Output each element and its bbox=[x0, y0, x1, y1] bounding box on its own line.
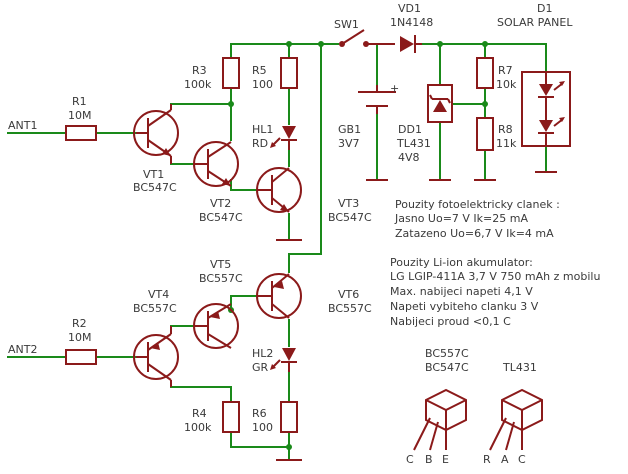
resistor-r5 bbox=[280, 57, 298, 89]
label-vt3: VT3 bbox=[338, 197, 359, 210]
label-vt5: VT5 bbox=[210, 258, 231, 271]
resistor-r3 bbox=[222, 57, 240, 89]
label-r4: R4 bbox=[192, 407, 207, 420]
value-hl2: GR bbox=[252, 361, 269, 374]
label-vd1: VD1 bbox=[398, 2, 421, 15]
ground-symbols bbox=[276, 171, 557, 461]
label-vt6: VT6 bbox=[338, 288, 359, 301]
led-hl2 bbox=[270, 348, 297, 372]
label-d1: D1 bbox=[537, 2, 552, 15]
transistor-vt3 bbox=[256, 167, 302, 213]
label-ant2: ANT2 bbox=[8, 343, 37, 356]
labels: ANT1 R1 10M VT1 BC547C R3 100k R5 100 HL… bbox=[8, 2, 600, 466]
transistor-vt6 bbox=[256, 273, 302, 319]
resistor-r1 bbox=[65, 125, 97, 141]
transistor-vt4 bbox=[133, 326, 179, 387]
label-r8: R8 bbox=[498, 123, 513, 136]
package-tl431 bbox=[489, 388, 543, 451]
package-bjt bbox=[413, 388, 467, 451]
label-dd1: DD1 bbox=[398, 123, 422, 136]
value-vt5: BC557C bbox=[199, 272, 243, 285]
value-hl1: RD bbox=[252, 137, 268, 150]
pin-c: C bbox=[406, 453, 414, 466]
label-vt4: VT4 bbox=[148, 288, 169, 301]
value-vt1: BC547C bbox=[133, 181, 177, 194]
solar-panel-d1 bbox=[521, 71, 571, 147]
label-ant1: ANT1 bbox=[8, 119, 37, 132]
value-r1: 10M bbox=[68, 109, 92, 122]
pin-r: R bbox=[483, 453, 491, 466]
pin-e: E bbox=[442, 453, 449, 466]
value-r7: 10k bbox=[496, 78, 517, 91]
transistor-vt5 bbox=[193, 303, 239, 349]
resistor-r6 bbox=[280, 401, 298, 433]
led-hl1 bbox=[270, 126, 297, 150]
label-hl2: HL2 bbox=[252, 347, 273, 360]
value-vd1: 1N4148 bbox=[390, 16, 433, 29]
note-solar-1: Jasno Uo=7 V Ik=25 mA bbox=[394, 212, 528, 225]
resistor-r7 bbox=[476, 57, 494, 89]
value-r2: 10M bbox=[68, 331, 92, 344]
resistor-r8 bbox=[476, 117, 494, 151]
resistor-r4 bbox=[222, 401, 240, 433]
value-r5: 100 bbox=[252, 78, 273, 91]
note-battery-2: Max. nabijeci napeti 4,1 V bbox=[390, 285, 533, 298]
label-gb1: GB1 bbox=[338, 123, 361, 136]
label-sw1: SW1 bbox=[334, 18, 359, 31]
battery-gb1 bbox=[358, 85, 396, 114]
diode-vd1 bbox=[400, 35, 422, 53]
regulator-dd1 bbox=[427, 84, 453, 123]
note-battery-4: Nabijeci proud <0,1 C bbox=[390, 315, 511, 328]
label-r7: R7 bbox=[498, 64, 513, 77]
value-dd1: TL431 bbox=[396, 137, 431, 150]
value-vt4: BC557C bbox=[133, 302, 177, 315]
label-vt2: VT2 bbox=[210, 197, 231, 210]
label-vt1: VT1 bbox=[143, 168, 164, 181]
resistor-r2 bbox=[65, 349, 97, 365]
value2-dd1: 4V8 bbox=[398, 151, 420, 164]
value-vt6: BC557C bbox=[328, 302, 372, 315]
label-r6: R6 bbox=[252, 407, 267, 420]
value-vt2: BC547C bbox=[199, 211, 243, 224]
pin-b: B bbox=[425, 453, 433, 466]
note-solar-2: Zatazeno Uo=6,7 V Ik=4 mA bbox=[395, 227, 554, 240]
package-tl431-title: TL431 bbox=[502, 361, 537, 374]
wires bbox=[7, 43, 547, 461]
switch-sw1 bbox=[339, 29, 395, 47]
note-solar-0: Pouzity fotoelektricky clanek : bbox=[395, 198, 560, 211]
value-r4: 100k bbox=[184, 421, 212, 434]
transistor-vt2 bbox=[193, 141, 239, 187]
pin-c2: C bbox=[518, 453, 526, 466]
note-battery-3: Napeti vybiteho clanku 3 V bbox=[390, 300, 539, 313]
value-gb1: 3V7 bbox=[338, 137, 360, 150]
value-r3: 100k bbox=[184, 78, 212, 91]
note-battery-1: LG LGIP-411A 3,7 V 750 mAh z mobilu bbox=[390, 270, 600, 283]
transistor-vt1 bbox=[133, 104, 179, 164]
value-r6: 100 bbox=[252, 421, 273, 434]
value-r8: 11k bbox=[496, 137, 517, 150]
package-bjt-title1: BC557C bbox=[425, 347, 469, 360]
plus-gb1: + bbox=[390, 82, 399, 95]
label-r2: R2 bbox=[72, 317, 87, 330]
label-r3: R3 bbox=[192, 64, 207, 77]
label-r5: R5 bbox=[252, 64, 267, 77]
package-bjt-title2: BC547C bbox=[425, 361, 469, 374]
value-d1: SOLAR PANEL bbox=[497, 16, 573, 29]
label-hl1: HL1 bbox=[252, 123, 273, 136]
value-vt3: BC547C bbox=[328, 211, 372, 224]
note-battery-0: Pouzity Li-ion akumulator: bbox=[390, 256, 533, 269]
label-r1: R1 bbox=[72, 95, 87, 108]
pin-a: A bbox=[501, 453, 509, 466]
